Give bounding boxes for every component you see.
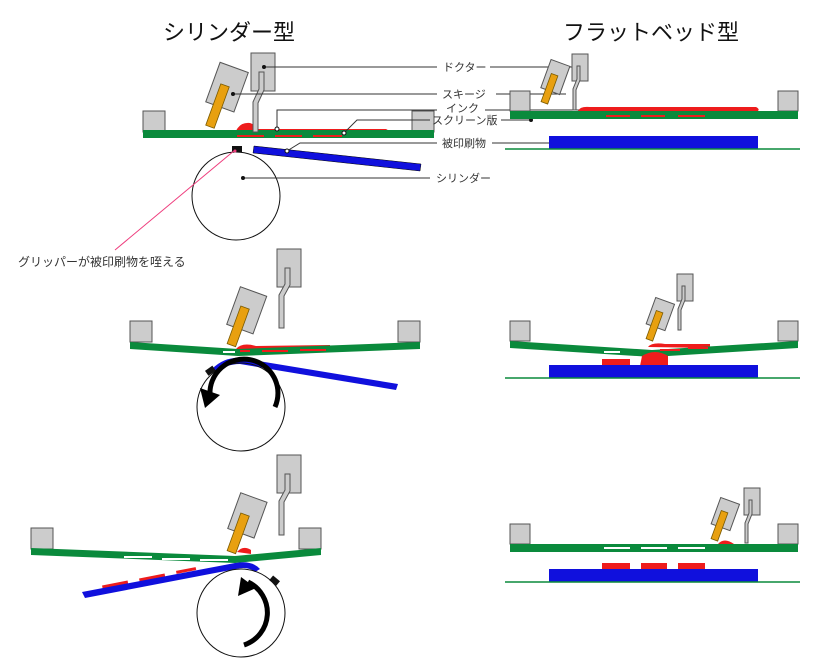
title-cylinder: シリンダー型 [163, 21, 295, 46]
cylinder-stage-2 [129, 248, 421, 452]
frame-block-left [142, 110, 166, 133]
label-screen: スクリーン版 [432, 113, 497, 127]
cylinder-stage-1 [142, 52, 435, 241]
screen-pattern [237, 135, 342, 137]
rotation-arrow-icon [243, 579, 270, 648]
cylinder-stage-3 [30, 454, 322, 658]
label-substrate: 被印刷物 [442, 136, 486, 150]
squeegee [205, 61, 249, 129]
leader-lines [231, 65, 586, 180]
doctor-blade [252, 71, 265, 133]
label-ink: インク [446, 102, 479, 115]
flatbed-stage-3 [505, 487, 800, 583]
annotation-gripper: グリッパーが被印刷物を咥える [18, 254, 186, 269]
rotation-arrow-icon [207, 356, 281, 409]
title-flatbed: フラットベッド型 [563, 21, 739, 46]
flatbed-stage-1 [505, 53, 800, 150]
frame-block-right [411, 110, 435, 133]
label-doctor: ドクター [443, 61, 487, 74]
flatbed-stage-2 [505, 273, 800, 379]
annotation-pointer [114, 149, 236, 251]
cylinder [191, 151, 281, 241]
label-squeegee: スキージ [442, 88, 486, 101]
ink [236, 122, 389, 132]
substrate [252, 145, 422, 172]
gripper [232, 146, 242, 152]
label-cylinder: シリンダー [436, 171, 491, 185]
screen-frame [143, 130, 434, 138]
